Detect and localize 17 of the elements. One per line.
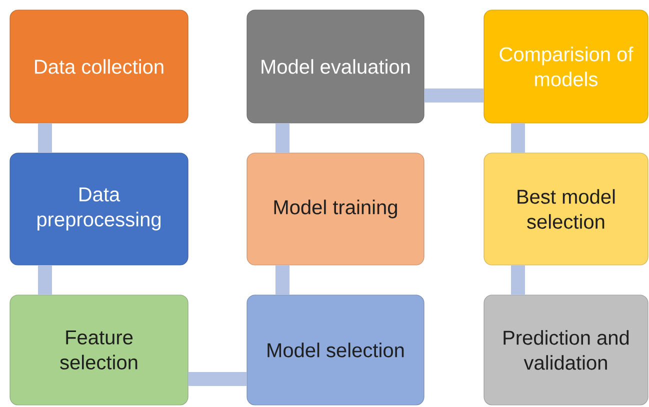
process-box: Model training — [246, 152, 424, 266]
process-box: Model selection — [246, 294, 424, 406]
process-box: Data collection — [10, 10, 188, 124]
process-box: Model evaluation — [246, 10, 424, 124]
process-box: Data preprocessing — [10, 152, 188, 266]
connector-bar — [511, 265, 525, 295]
process-box: Best model selection — [484, 152, 648, 266]
connector-bar — [38, 265, 52, 295]
connector-bar — [276, 265, 290, 295]
connector-bar — [188, 372, 247, 386]
process-box: Feature selection — [10, 294, 188, 406]
connector-bar — [424, 88, 484, 102]
process-box: Comparision of models — [484, 10, 648, 124]
connector-bar — [511, 123, 525, 153]
process-box: Prediction and validation — [484, 294, 648, 406]
connector-bar — [276, 123, 290, 153]
connector-bar — [38, 123, 52, 153]
